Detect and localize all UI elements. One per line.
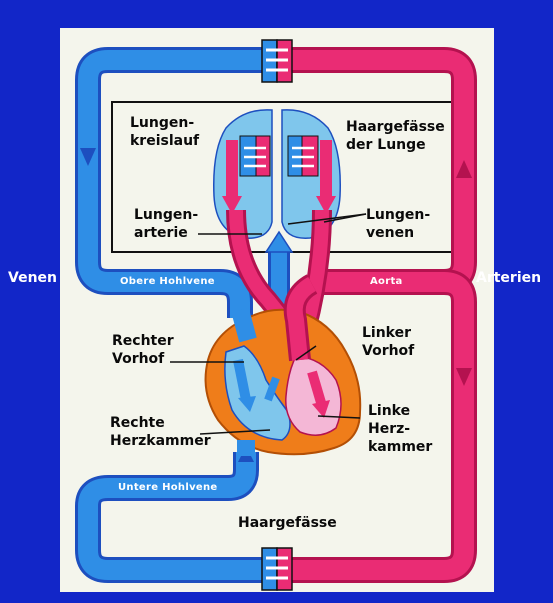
lung-capillary-left xyxy=(240,136,270,176)
linker-vorhof-label: Linker Vorhof xyxy=(362,324,414,360)
lungenarterie-label: Lungen- arterie xyxy=(134,206,198,242)
lungenvenen-label: Lungen- venen xyxy=(366,206,430,242)
capillary-bottom xyxy=(262,548,292,590)
superior-vena-cava xyxy=(240,310,248,340)
rechter-vorhof-label: Rechter Vorhof xyxy=(112,332,174,368)
rechte-herzkammer-label: Rechte Herzkammer xyxy=(110,414,211,450)
linke-herzkammer-label: Linke Herz- kammer xyxy=(368,402,432,456)
venen-label: Venen xyxy=(8,270,57,286)
capillary-top xyxy=(262,40,292,82)
arterien-label: Arterien xyxy=(476,270,541,286)
haargefaesse-label: Haargefässe xyxy=(238,514,337,532)
obere-hohlvene-label: Obere Hohlvene xyxy=(120,276,215,287)
lung-capillary-right xyxy=(288,136,318,176)
haargefaesse-der-lunge-label: Haargefässe der Lunge xyxy=(346,118,445,154)
aorta-label: Aorta xyxy=(370,276,403,287)
untere-hohlvene-label: Untere Hohlvene xyxy=(118,482,218,493)
lungenkreislauf-label: Lungen- kreislauf xyxy=(130,114,199,150)
